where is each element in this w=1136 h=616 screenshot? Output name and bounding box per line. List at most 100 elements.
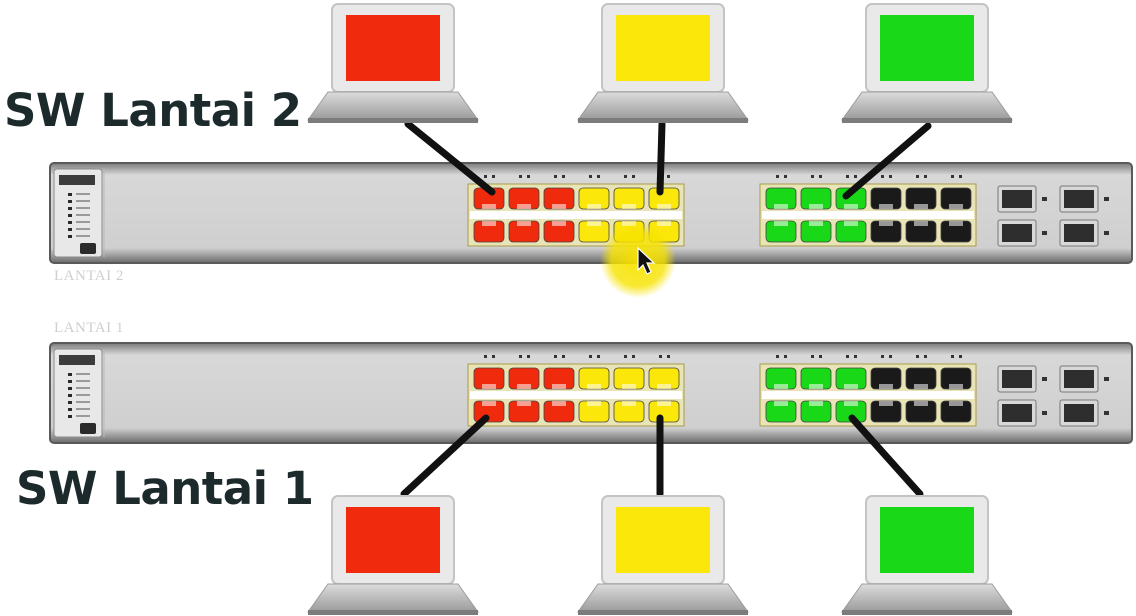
port-led: [667, 355, 670, 358]
port-led: [819, 355, 822, 358]
port-latch: [587, 204, 601, 209]
port-latch: [657, 401, 671, 406]
port-led: [562, 355, 565, 358]
laptop-icon: [577, 495, 749, 615]
port-led: [916, 355, 919, 358]
sfp-led: [1042, 377, 1047, 381]
port-latch: [587, 401, 601, 406]
sfp-port: [1002, 224, 1032, 242]
port-led: [632, 175, 635, 178]
port-led: [589, 355, 592, 358]
switch-icon: [49, 162, 1133, 264]
status-led: [68, 221, 72, 224]
laptop-base: [577, 91, 749, 121]
status-led: [68, 228, 72, 231]
port-latch: [552, 401, 566, 406]
laptop-edge: [308, 610, 478, 615]
port-latch: [949, 401, 963, 406]
port-divider: [762, 391, 974, 399]
port-latch: [809, 401, 823, 406]
port-led: [624, 175, 627, 178]
port-block-b: [759, 355, 977, 427]
led-label: [76, 373, 90, 375]
port-led: [527, 175, 530, 178]
sfp-led: [1042, 231, 1047, 235]
status-led: [68, 380, 72, 383]
switch-icon: [49, 342, 1133, 444]
laptop-icon: [307, 495, 479, 615]
port-led: [784, 355, 787, 358]
led-label: [76, 235, 90, 237]
port-led: [597, 355, 600, 358]
sfp-port: [1002, 370, 1032, 388]
port-latch: [774, 401, 788, 406]
port-led: [776, 355, 779, 358]
laptop-edge: [578, 610, 748, 615]
port-latch: [622, 204, 636, 209]
port-led: [854, 175, 857, 178]
port-led: [554, 355, 557, 358]
port-led: [959, 355, 962, 358]
sfp-led: [1104, 411, 1109, 415]
laptop-screen: [616, 15, 710, 81]
port-led: [667, 175, 670, 178]
led-label: [76, 193, 90, 195]
status-led: [68, 373, 72, 376]
port-led: [881, 175, 884, 178]
led-label: [76, 387, 90, 389]
port-latch: [949, 221, 963, 226]
laptop-screen: [346, 15, 440, 81]
port-led: [889, 175, 892, 178]
mode-button: [80, 423, 96, 434]
led-label: [76, 228, 90, 230]
laptop-icon: [577, 3, 749, 123]
port-led: [819, 175, 822, 178]
laptop-icon: [307, 3, 479, 123]
sfp-led: [1042, 197, 1047, 201]
status-led: [68, 235, 72, 238]
sfp-port: [1064, 370, 1094, 388]
sfp-led: [1104, 197, 1109, 201]
port-latch: [809, 384, 823, 389]
port-led: [624, 355, 627, 358]
port-led: [589, 175, 592, 178]
port-divider: [470, 211, 682, 219]
led-label: [76, 380, 90, 382]
port-led: [846, 175, 849, 178]
port-block-a: [467, 355, 685, 427]
status-led: [68, 200, 72, 203]
console-slot: [59, 355, 95, 365]
status-led: [68, 401, 72, 404]
sfp-port: [1002, 404, 1032, 422]
port-led: [811, 175, 814, 178]
port-led: [519, 175, 522, 178]
port-latch: [657, 204, 671, 209]
port-led: [659, 355, 662, 358]
laptop-base: [307, 583, 479, 613]
network-cable: [400, 414, 490, 498]
port-latch: [552, 384, 566, 389]
network-cable: [656, 120, 666, 196]
laptop-base: [577, 583, 749, 613]
port-latch: [914, 204, 928, 209]
port-led: [951, 175, 954, 178]
port-latch: [482, 204, 496, 209]
laptop-base: [307, 91, 479, 121]
port-latch: [552, 221, 566, 226]
led-label: [76, 394, 90, 396]
port-led: [846, 355, 849, 358]
switch-title-lantai-1: SW Lantai 1: [16, 462, 314, 515]
sfp-port: [1064, 404, 1094, 422]
port-led: [484, 175, 487, 178]
port-latch: [844, 221, 858, 226]
port-latch: [914, 384, 928, 389]
laptop-base: [841, 583, 1013, 613]
network-cable: [404, 120, 496, 196]
port-latch: [809, 221, 823, 226]
sfp-led: [1104, 377, 1109, 381]
port-latch: [482, 221, 496, 226]
port-led: [492, 175, 495, 178]
laptop-base: [841, 91, 1013, 121]
led-label: [76, 200, 90, 202]
